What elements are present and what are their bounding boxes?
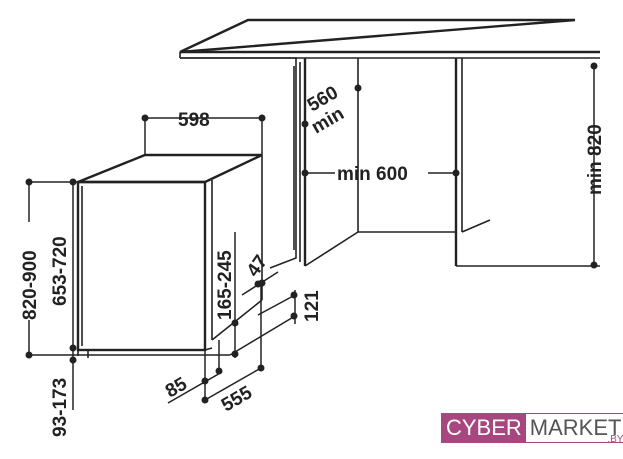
logo-market-text: MARKET — [529, 415, 622, 440]
dimension-lines — [25, 62, 598, 410]
cybermarket-logo: CYBER MARKET.BY — [441, 413, 623, 445]
label-total-height: 820-900 — [20, 250, 41, 320]
logo-suffix: .BY — [607, 434, 623, 445]
label-555: 555 — [218, 382, 256, 416]
label-door-gap: 165-245 — [215, 250, 236, 320]
label-85: 85 — [162, 373, 191, 402]
logo-part-cyber: CYBER — [442, 414, 526, 442]
kitchen-cabinet — [179, 18, 600, 269]
dimension-labels: 598 min 600 min 820 560 min 820-900 653-… — [20, 82, 606, 437]
dishwasher — [76, 153, 263, 358]
label-niche-height: min 820 — [585, 124, 606, 195]
label-47: 47 — [243, 252, 272, 281]
label-body-height: 653-720 — [50, 236, 71, 306]
label-feet-height: 93-173 — [50, 378, 71, 437]
label-121: 121 — [302, 290, 323, 322]
label-niche-width: min 600 — [337, 164, 408, 185]
logo-part-market: MARKET.BY — [525, 414, 623, 445]
label-width: 598 — [178, 110, 210, 131]
